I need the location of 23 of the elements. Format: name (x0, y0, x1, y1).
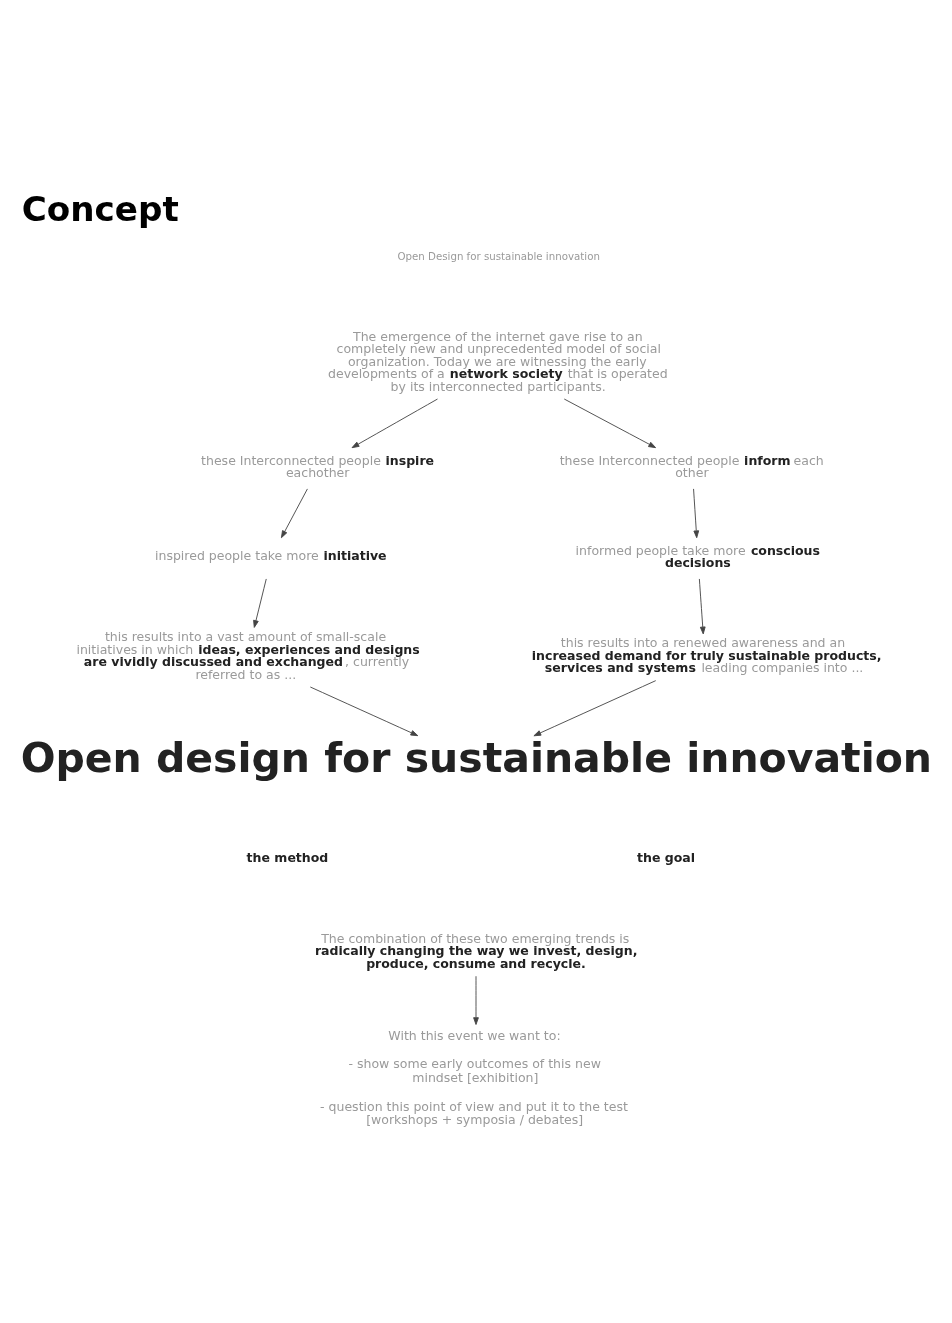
arrow (698, 578, 706, 635)
node-text: these Interconnected people inform each other (559, 452, 824, 481)
node-text: inspired people take more initiative (154, 548, 387, 564)
node-text: With this event we want to: - show some early outcomes of this new mindset [exhibition] - question this point of view and put it to the test [workshops + symposia / debates] (320, 1027, 628, 1128)
diagram-title: Concept (21, 189, 179, 230)
arrow (253, 578, 267, 628)
arrow (309, 686, 419, 737)
node-text: these Interconnected people inspire eachother (201, 452, 435, 481)
label: Open Design for sustainable innovation (397, 250, 600, 263)
node-text: this results into a vast amount of small-scale initiatives in which ideas, experiences and designs are vividly discussed and exchanged, currently referred to as ... (76, 629, 420, 682)
node-text: informed people take more conscious decisions (575, 542, 820, 571)
node-text: this results into a renewed awareness and an increased demand for truly sustainable products, services and systems leading companies into ... (531, 635, 882, 676)
arrow (693, 488, 700, 539)
arrow (473, 975, 479, 1025)
arrow (533, 680, 657, 737)
arrow (280, 488, 308, 539)
node-text: Open design for sustainable innovation (20, 734, 933, 783)
node-text: The combination of these two emerging trends is radically changing the way we invest, design, produce, consume and recycle. (314, 930, 638, 971)
node-text: The emergence of the internet gave rise to an completely new and unprecedented model of social organization. Today we are witnessing the early developments of a network society that is operated by its interconnected participants. (328, 328, 668, 394)
label: the goal (637, 849, 696, 865)
arrow (563, 398, 657, 449)
arrow (351, 398, 438, 449)
label: the method (246, 849, 329, 865)
